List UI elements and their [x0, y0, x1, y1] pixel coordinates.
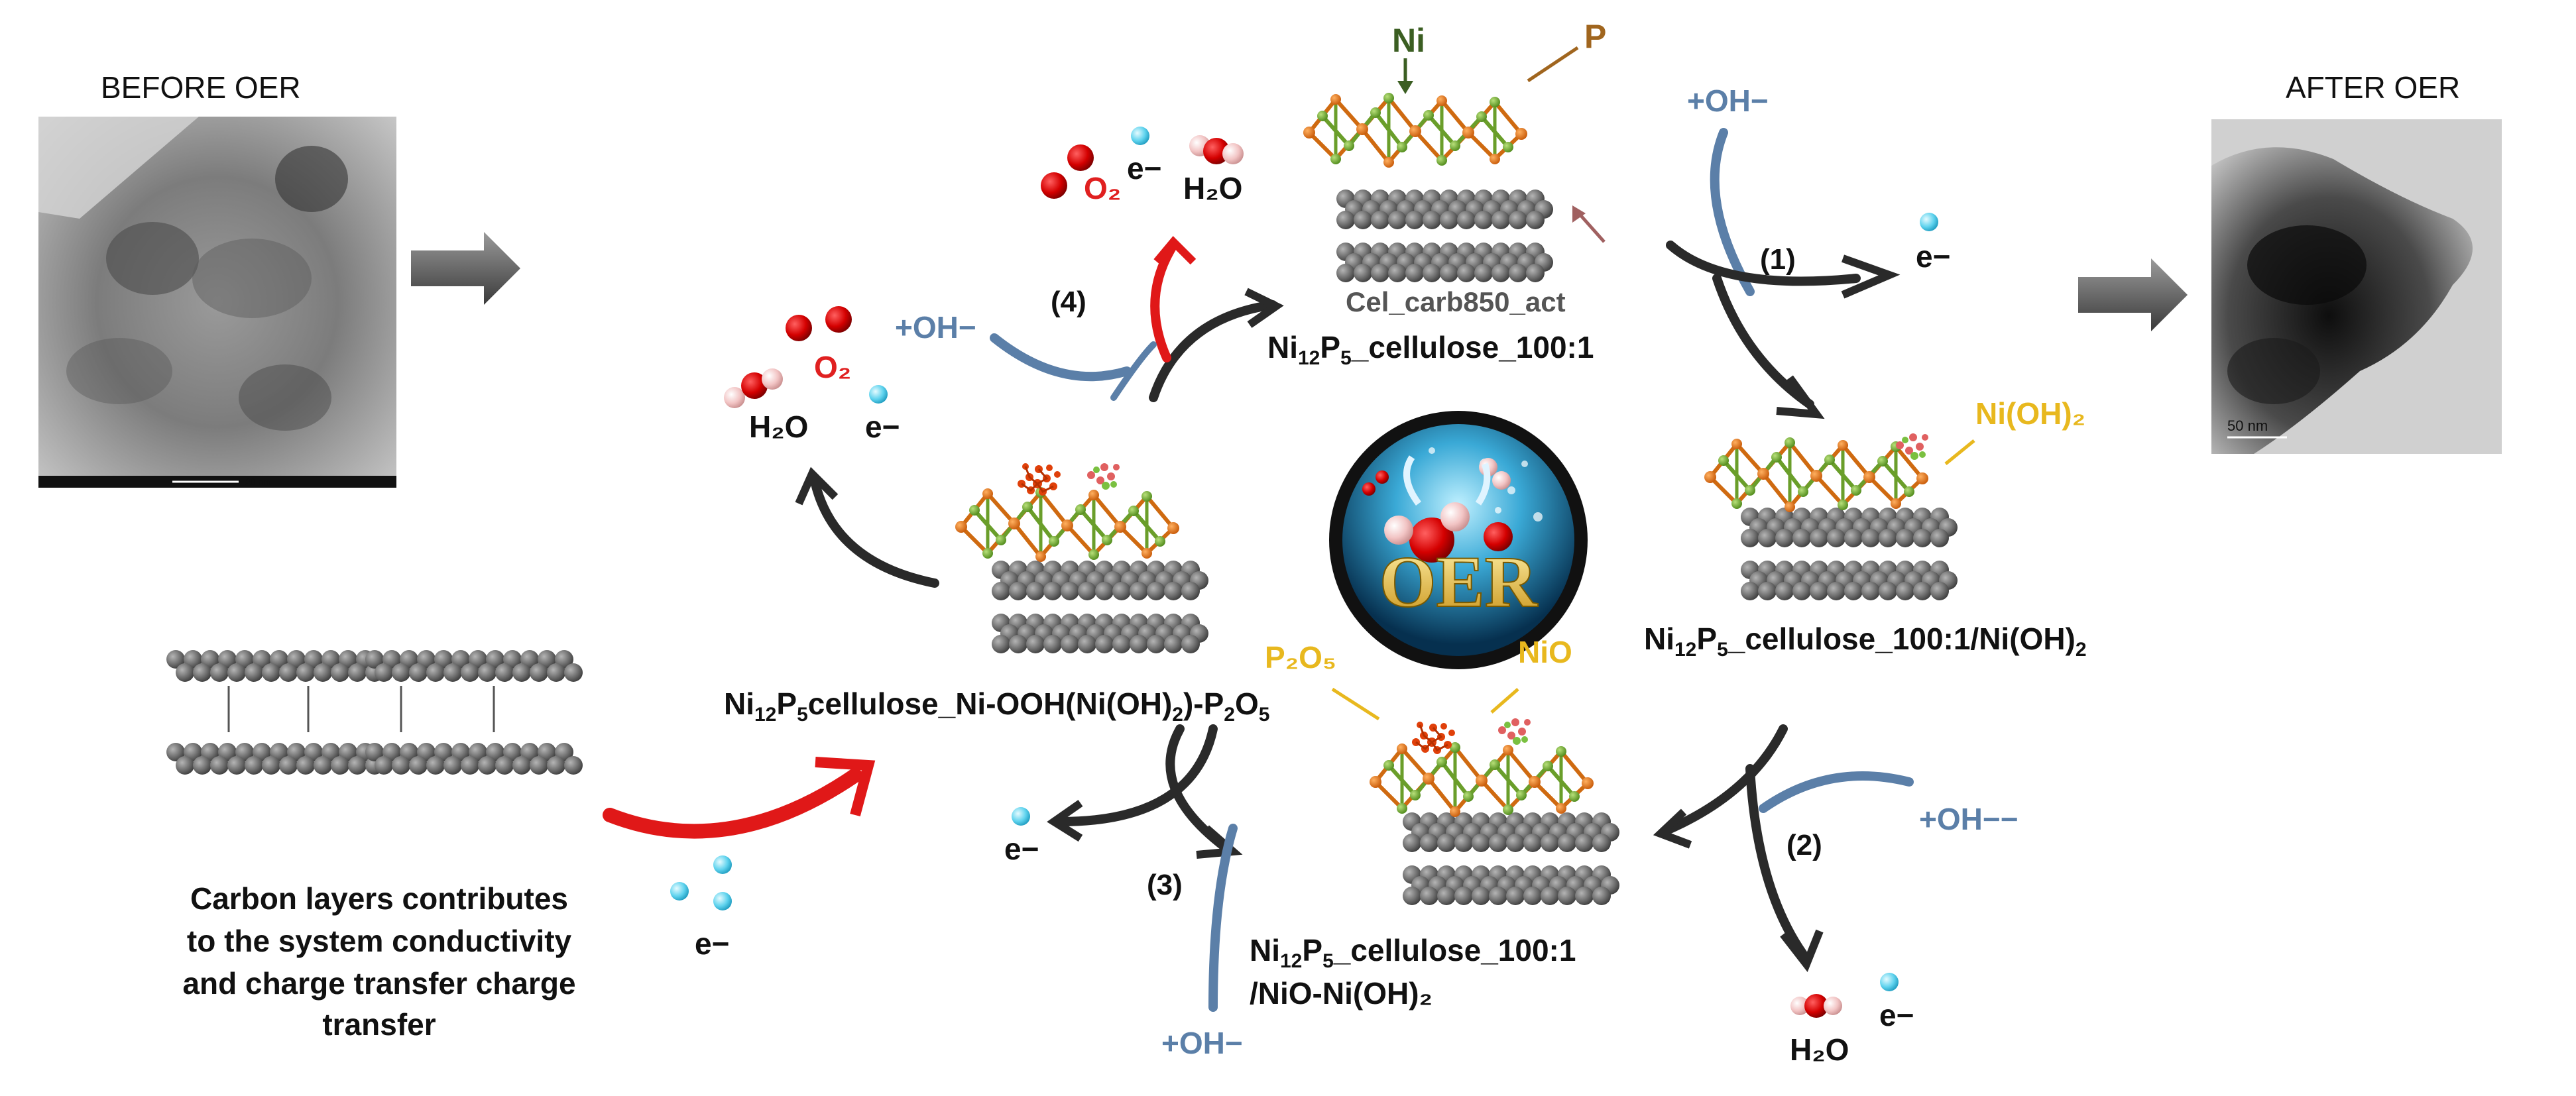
oh-step1: +OH−: [1687, 83, 1769, 118]
after-tem-image: 50 nm: [2211, 119, 2502, 454]
ni-pointer-head: [1397, 81, 1413, 94]
electron-ball-2: [713, 855, 732, 874]
carbon-caption: Carbon layers contributes to the system …: [182, 881, 575, 1042]
before-oer-label: BEFORE OER: [101, 70, 301, 105]
electron-left: e−: [865, 410, 900, 444]
caption-line-1: Carbon layers contributes: [190, 881, 568, 916]
h2o-left: H₂O: [749, 410, 808, 444]
electron-carbon: e−: [695, 926, 729, 961]
step-4-group: +OH− (4) O₂ e− H₂O: [895, 127, 1284, 402]
red-transfer-arrowhead: [815, 757, 876, 817]
caption-line-3: and charge transfer charge: [182, 966, 575, 1001]
cel-carb-label: Cel_carb850_act: [1346, 286, 1566, 317]
after-oer-label: AFTER OER: [2286, 70, 2460, 105]
compound-bottom-line2: /NiO-Ni(OH)₂: [1250, 976, 1433, 1011]
oer-badge: OER: [1329, 411, 1588, 669]
electron-step3: e−: [1004, 832, 1039, 866]
carbon-layers: [166, 650, 583, 775]
step-2-label: (2): [1786, 829, 1822, 861]
electron-ball-3: [713, 892, 732, 910]
after-scale-text: 50 nm: [2227, 417, 2268, 434]
compound-right-label: Ni12P5_cellulose_100:1/Ni(OH)2: [1644, 622, 2087, 661]
compound-left-label: Ni12P5cellulose_Ni-OOH(Ni(OH)2)-P2O5: [724, 686, 1269, 726]
ni-label: Ni: [1392, 22, 1425, 59]
p-label: P: [1584, 18, 1606, 55]
big-arrow-right-icon: [411, 232, 520, 305]
nio-pointer: [1490, 688, 1519, 714]
caption-line-4: transfer: [322, 1007, 436, 1042]
left-cycle-group: O₂ H₂O e−: [724, 306, 939, 588]
p2o5-pointer: [1331, 687, 1380, 721]
before-tem-image: 20 nm: [38, 117, 396, 488]
p-pointer: [1527, 46, 1579, 83]
step-1-group: +OH− (1) e−: [1666, 83, 1950, 419]
step-1-label: (1): [1760, 243, 1796, 276]
right-structure: [1704, 433, 1958, 600]
ni-oh2-pointer: [1944, 439, 1975, 465]
cel-pointer-head: [1572, 205, 1586, 223]
h2o-step2: H₂O: [1790, 1032, 1849, 1067]
step-4-label: (4): [1051, 286, 1086, 318]
compound-top-label: Ni12P5_cellulose_100:1: [1267, 330, 1594, 369]
electron-ball-1: [670, 882, 689, 901]
step-3-label: (3): [1147, 869, 1183, 901]
oh-step3: +OH−: [1161, 1026, 1243, 1060]
h2o-top: H₂O: [1183, 171, 1242, 205]
ni-oh2-label: Ni(OH)₂: [1975, 396, 2085, 431]
before-scale-text: 20 nm: [245, 476, 271, 487]
oh-step4: +OH−: [895, 310, 976, 345]
step-2-group: +OH−− (2) H₂O e−: [1653, 724, 2019, 1067]
p2o5-label: P₂O₅: [1265, 640, 1336, 675]
oer-badge-text: OER: [1379, 541, 1539, 622]
compound-bottom-label: Ni12P5_cellulose_100:1: [1250, 933, 1576, 972]
bottom-structure: [1370, 718, 1619, 905]
caption-line-2: to the system conductivity: [187, 924, 572, 958]
electron-step2: e−: [1879, 998, 1914, 1032]
big-arrow-right-2-icon: [2078, 258, 2188, 331]
left-structure: [955, 462, 1208, 653]
electron-top: e−: [1127, 151, 1161, 186]
electron-step1: e−: [1916, 239, 1950, 274]
oh-step2: +OH−−: [1919, 802, 2019, 836]
top-structure: [1303, 93, 1553, 282]
red-transfer-arrow-icon: [603, 768, 862, 839]
step-3-group: (3) +OH− e−: [1004, 724, 1243, 1060]
nio-label: NiO: [1518, 635, 1572, 669]
o2-left: O₂: [814, 350, 851, 384]
o2-top: O₂: [1084, 171, 1121, 205]
cel-pointer: [1576, 211, 1606, 243]
